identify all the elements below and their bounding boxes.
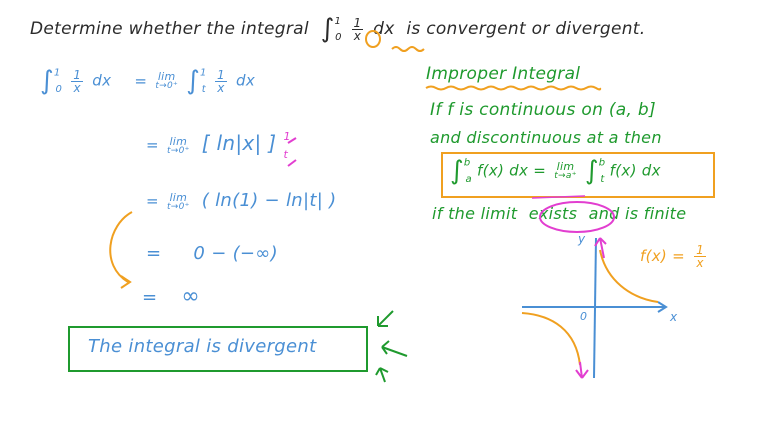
up-arrow-icon: [594, 237, 607, 259]
lower-limit-circle-icon: [365, 30, 381, 48]
heading-underline-icon: [425, 85, 602, 91]
denominator: x: [73, 80, 81, 95]
upper-limit: 1: [334, 16, 342, 27]
upper-bound: 1: [283, 130, 291, 143]
denominator: x: [353, 28, 362, 43]
equals-sign: =: [134, 71, 148, 90]
equals-sign: =: [146, 243, 162, 264]
solution-line-5: = ∞: [142, 284, 200, 309]
lim-label: lim: [157, 70, 176, 83]
positive-branch-curve-icon: [599, 249, 659, 303]
conclusion-text: The integral is divergent: [88, 336, 317, 357]
denominator: x: [696, 256, 704, 270]
equals-sign: =: [146, 192, 159, 210]
origin-label: 0: [580, 310, 588, 323]
lower-limit: t: [600, 173, 605, 185]
lower-limit: a: [465, 173, 472, 185]
x-axis-label: x: [670, 310, 678, 324]
upper-limit: 1: [200, 67, 207, 79]
denominator: x: [217, 80, 225, 95]
function-name: f(x) =: [640, 247, 685, 265]
integral-sign: ∫: [186, 66, 201, 96]
lim-label: lim: [556, 160, 575, 173]
numerator: 1: [215, 67, 227, 82]
negative-branch-curve-icon: [521, 312, 581, 366]
condition-prefix: if the limit: [432, 204, 518, 223]
upper-limit: 1: [53, 67, 61, 79]
lim-approach: t→0⁺: [155, 81, 179, 91]
pointer-arrow-icon: [381, 340, 408, 357]
x-axis-arrowhead-icon: [657, 301, 668, 313]
infinity-result: ∞: [181, 284, 201, 309]
solution-line-4: = 0 − (−∞): [146, 243, 278, 264]
curved-arrow-icon: [109, 211, 133, 283]
lower-bound: t: [283, 147, 289, 161]
evaluation-bounds: 1 t: [283, 128, 290, 163]
lower-limit-circled: 0: [335, 32, 342, 43]
equals-sign: =: [533, 161, 547, 180]
exists-circle-icon: [539, 201, 615, 233]
bound-slash-icon: [287, 159, 297, 167]
problem-prefix: Determine whether the integral: [30, 19, 309, 39]
definition-line-2: and discontinuous at a then: [430, 128, 662, 147]
lower-limit: 0: [55, 83, 63, 95]
antiderivative-bracket: [ ln|x| ]: [201, 131, 277, 156]
lim-approach: t→0⁺: [166, 201, 190, 212]
problem-suffix: is convergent or divergent.: [406, 19, 646, 39]
integral-sign: ∫: [40, 66, 54, 96]
connector-line-icon: [531, 195, 586, 199]
definition-line-1: If f is continuous on (a, b]: [430, 100, 656, 120]
equals-sign: =: [142, 287, 158, 308]
arrowhead-icon: [120, 275, 132, 289]
limit-result: 0 − (−∞): [193, 243, 278, 264]
integral-sign: ∫: [450, 156, 464, 186]
integrand: f(x) dx: [477, 161, 529, 180]
lim-label: lim: [169, 190, 188, 204]
pointer-arrow-icon: [375, 367, 389, 383]
y-axis-label: y: [578, 232, 586, 246]
integral-sign: ∫: [584, 156, 599, 186]
lim-label: lim: [169, 134, 188, 148]
differential: dx: [92, 71, 112, 90]
equals-sign: =: [146, 136, 159, 155]
lim-approach: t→0⁺: [166, 145, 190, 156]
pointer-arrow-icon: [377, 310, 394, 327]
numerator: 1: [351, 15, 364, 30]
conclusion-box: [68, 326, 368, 372]
lower-limit: t: [201, 83, 206, 95]
lim-approach: t→a⁺: [554, 171, 577, 181]
definition-heading: Improper Integral: [426, 64, 581, 84]
integrand: f(x) dx: [609, 161, 661, 180]
down-arrow-icon: [575, 361, 589, 379]
upper-limit: b: [598, 157, 606, 169]
numerator: 1: [694, 243, 707, 257]
denominator-squiggle-icon: [391, 46, 425, 52]
evaluated-difference: ( ln(1) − ln|t| ): [201, 190, 337, 211]
differential: dx: [236, 71, 256, 90]
upper-limit: b: [463, 157, 471, 169]
numerator: 1: [71, 67, 84, 82]
bound-slash-icon: [287, 137, 297, 144]
integral-sign: ∫: [320, 14, 335, 44]
